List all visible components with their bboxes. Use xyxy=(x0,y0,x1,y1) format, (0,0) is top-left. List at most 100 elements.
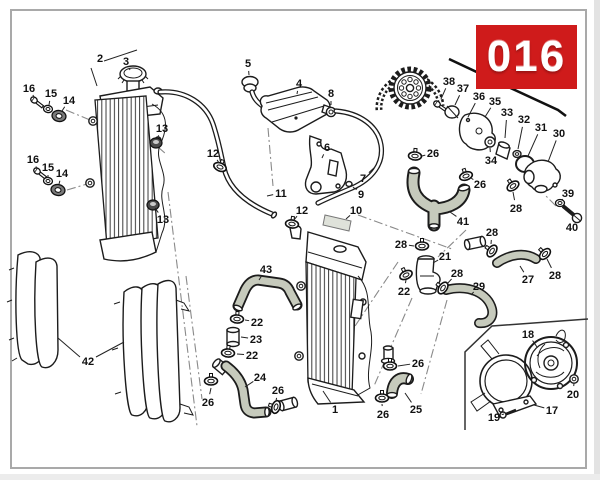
callout-37: 37 xyxy=(457,83,469,95)
callout-17: 17 xyxy=(546,405,558,417)
callout-23: 23 xyxy=(250,334,262,346)
callout-leader-11 xyxy=(266,194,274,197)
callout-leader-30 xyxy=(547,140,557,163)
callout-19: 19 xyxy=(488,412,500,424)
dash-dot-line xyxy=(373,297,413,387)
dash-dot-line xyxy=(437,229,467,258)
callout-28: 28 xyxy=(549,270,561,282)
cam-chain-sprocket xyxy=(375,66,445,111)
callout-3: 3 xyxy=(123,56,129,68)
callout-13: 13 xyxy=(156,123,168,135)
callout-24: 24 xyxy=(254,372,267,384)
callout-21: 21 xyxy=(439,251,451,263)
callout-leader-31 xyxy=(527,134,539,157)
callout-28: 28 xyxy=(451,268,463,280)
callout-35: 35 xyxy=(489,96,501,108)
callout-26: 26 xyxy=(202,397,214,409)
callout-leader-28 xyxy=(408,244,415,247)
callout-leader-16 xyxy=(32,94,35,98)
lower-hoses xyxy=(211,274,303,419)
callout-6: 6 xyxy=(324,142,330,154)
page-edge-bottom xyxy=(0,474,600,480)
callout-leader-4 xyxy=(296,90,299,95)
callout-40: 40 xyxy=(566,222,578,234)
callout-leader-39 xyxy=(561,198,564,201)
callout-leader-13 xyxy=(156,135,160,140)
callout-leader-26 xyxy=(209,387,212,395)
callout-29: 29 xyxy=(473,281,485,293)
callout-42: 42 xyxy=(82,356,94,368)
callout-leader-18 xyxy=(532,340,538,348)
dash-dot-line xyxy=(65,109,91,121)
callout-leader-29 xyxy=(470,291,475,296)
callout-2: 2 xyxy=(97,53,103,65)
bracket-line xyxy=(103,49,138,62)
callout-leader-23 xyxy=(240,336,249,339)
callout-28: 28 xyxy=(510,203,522,215)
callout-leader-6 xyxy=(321,154,325,159)
callout-leader-17 xyxy=(533,404,545,409)
dash-dot-line xyxy=(544,194,557,207)
callout-33: 33 xyxy=(501,107,513,119)
callout-leader-26 xyxy=(421,154,426,157)
callout-28: 28 xyxy=(486,227,498,239)
callout-39: 39 xyxy=(562,188,574,200)
callout-leader-38 xyxy=(440,88,447,100)
page-edge-right xyxy=(594,0,600,480)
left-radiator xyxy=(85,65,166,262)
callout-leader-12 xyxy=(293,215,298,221)
callout-13: 13 xyxy=(157,214,169,226)
callout-10: 10 xyxy=(350,205,362,217)
callout-1: 1 xyxy=(332,404,338,416)
callout-7: 7 xyxy=(360,173,366,185)
callout-leader-16 xyxy=(35,166,38,170)
dash-dot-line xyxy=(66,183,88,191)
callout-leader-36 xyxy=(467,102,476,118)
callout-26: 26 xyxy=(377,409,389,421)
callout-22: 22 xyxy=(398,286,410,298)
plate-number-badge: 016 xyxy=(476,25,577,89)
callout-leader-9 xyxy=(352,186,356,190)
y-hose xyxy=(406,166,471,232)
callout-leader-26 xyxy=(397,363,411,367)
callout-15: 15 xyxy=(42,162,54,174)
callout-14: 14 xyxy=(56,168,69,180)
callout-leader-25 xyxy=(404,392,412,403)
radiator-louvers xyxy=(6,251,194,423)
callout-36: 36 xyxy=(473,91,485,103)
callout-22: 22 xyxy=(251,317,263,329)
callout-leader-14 xyxy=(58,180,61,185)
callout-18: 18 xyxy=(522,329,534,341)
callout-26: 26 xyxy=(412,358,424,370)
callout-25: 25 xyxy=(410,404,422,416)
callout-20: 20 xyxy=(567,389,579,401)
callout-leader-12 xyxy=(216,159,220,164)
callout-leader-37 xyxy=(454,95,461,106)
callout-38: 38 xyxy=(443,76,455,88)
dash-dot-line xyxy=(267,127,274,187)
callout-41: 41 xyxy=(457,216,469,228)
callout-leader-35 xyxy=(484,107,492,118)
callout-leader-28 xyxy=(512,191,516,201)
overflow-hoses xyxy=(157,89,385,219)
tank-bracket xyxy=(304,135,358,195)
callout-28: 28 xyxy=(395,239,407,251)
callout-leader-33 xyxy=(504,119,507,139)
dash-dot-line xyxy=(167,191,198,427)
callout-leader-22 xyxy=(404,279,407,284)
bracket-line xyxy=(95,341,125,358)
callout-43: 43 xyxy=(260,264,272,276)
callout-8: 8 xyxy=(328,88,334,100)
callout-5: 5 xyxy=(245,58,251,70)
callout-34: 34 xyxy=(485,155,498,167)
callout-leader-28 xyxy=(446,278,452,285)
bracket-line xyxy=(90,67,98,87)
callout-4: 4 xyxy=(296,78,303,90)
callout-31: 31 xyxy=(535,122,547,134)
fan-bracket xyxy=(470,339,538,419)
fan xyxy=(524,329,579,390)
callout-leader-32 xyxy=(517,126,523,150)
callout-16: 16 xyxy=(27,154,39,166)
callout-16: 16 xyxy=(23,83,35,95)
